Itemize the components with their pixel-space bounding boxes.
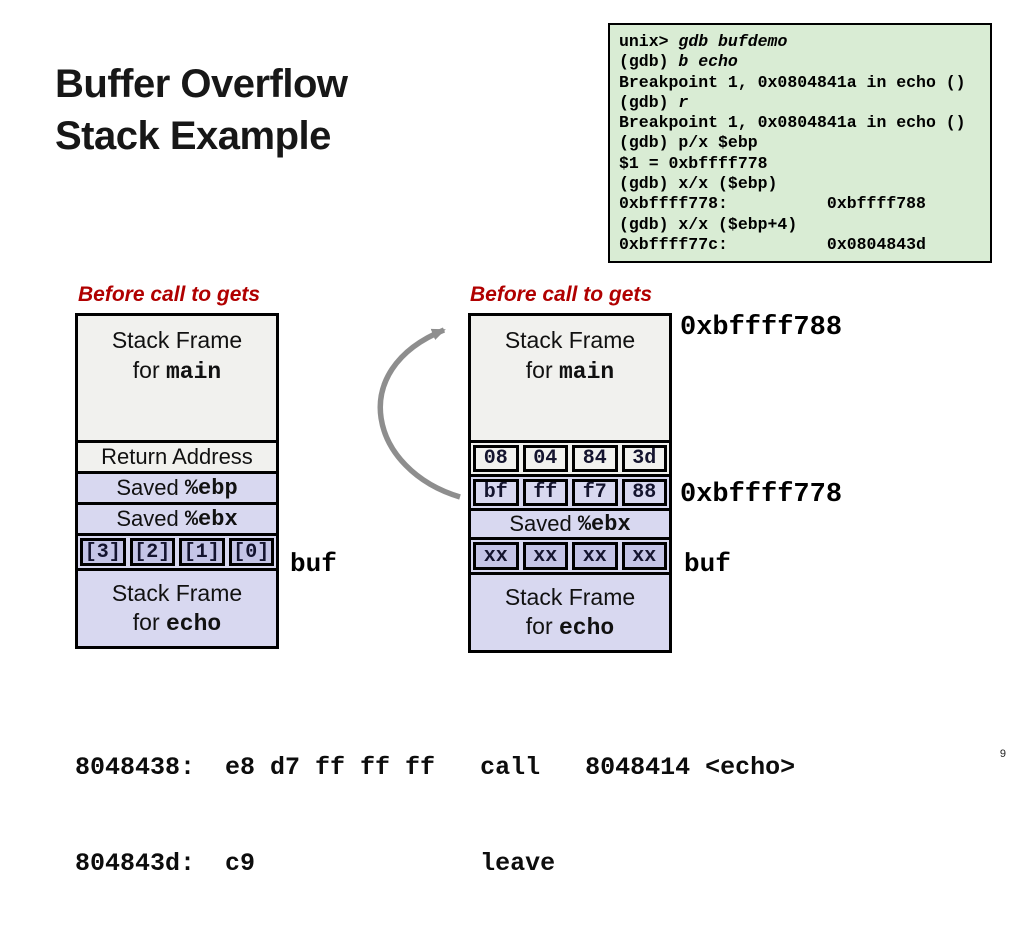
right-stack-label: Before call to gets (470, 283, 653, 306)
right-buf-cells-row: xx xx xx xx (471, 537, 669, 572)
right-return-address-cells-row: 08 04 84 3d (471, 440, 669, 474)
address-label-top: 0xbffff788 (680, 313, 843, 343)
gdb-line: Breakpoint 1, 0x0804841a in echo () (619, 72, 966, 92)
frame-echo-fn: for echo (132, 608, 222, 637)
ebp-byte-cell: bf (473, 479, 519, 506)
buf-byte-cell: [3] (80, 538, 126, 566)
ret-byte-cell: 3d (621, 445, 667, 472)
buf-byte-cell: [1] (179, 538, 225, 566)
gdb-line: $1 = 0xbffff778 (619, 153, 768, 173)
slide-title-line2: Stack Example (55, 114, 331, 158)
right-stack-frame-echo: Stack Frame for echo (471, 572, 669, 650)
stack-diagram-right: Stack Frame for main 08 04 84 3d bf ff f… (468, 313, 672, 653)
slide-title: Buffer Overflow Stack Example (55, 58, 348, 162)
slide: Buffer Overflow Stack Example unix> gdb … (55, 23, 1006, 878)
left-buf-label: buf (290, 549, 337, 579)
right-stack-frame-main: Stack Frame for main (471, 316, 669, 440)
gdb-line: 0xbffff778: 0xbffff788 (619, 194, 926, 214)
buf-byte-cell: xx (473, 542, 519, 570)
buf-byte-cell: [2] (129, 538, 175, 566)
ret-byte-cell: 04 (522, 445, 568, 472)
frame-main-text: Stack Frame (504, 327, 636, 353)
right-saved-ebp-cells-row: bf ff f7 88 (471, 474, 669, 508)
ebp-byte-cell: 88 (621, 479, 667, 506)
gdb-line: (gdb) p/x $ebp (619, 133, 758, 153)
curved-arrow (377, 327, 461, 500)
buf-byte-cell: xx (621, 542, 667, 570)
disassembly-line-call: 8048438: e8 d7 ff ff ff call 8048414 <ec… (75, 753, 796, 782)
gdb-line: (gdb) b echo (619, 52, 738, 72)
left-stack-frame-main: Stack Frame for main (78, 316, 276, 440)
frame-main-text: Stack Frame (111, 327, 243, 353)
gdb-line: 0xbffff77c: 0x0804843d (619, 234, 926, 254)
right-saved-ebx-row: Saved %ebx (471, 508, 669, 537)
frame-echo-fn: for echo (525, 612, 615, 641)
frame-main-fn: for main (132, 357, 222, 385)
disassembly-code: 8048438: e8 d7 ff ff ff call 8048414 <ec… (75, 688, 795, 944)
gdb-line: Breakpoint 1, 0x0804841a in echo () (619, 113, 966, 133)
disassembly-line-leave: 804843d: c9 leave (75, 849, 556, 878)
left-stack-frame-echo: Stack Frame for echo (78, 568, 276, 646)
gdb-line: (gdb) x/x ($ebp) (619, 174, 778, 194)
buf-byte-cell: xx (522, 542, 568, 570)
left-stack-label: Before call to gets (78, 283, 261, 306)
gdb-terminal-box: unix> gdb bufdemo (gdb) b echo Breakpoin… (608, 23, 992, 263)
gdb-line: (gdb) r (619, 92, 689, 112)
left-buf-cells-row: [3] [2] [1] [0] (78, 533, 276, 568)
ebp-byte-cell: f7 (572, 479, 618, 506)
right-buf-label: buf (684, 549, 731, 579)
ret-byte-cell: 08 (473, 445, 519, 472)
frame-main-fn: for main (525, 357, 615, 385)
left-saved-ebx-row: Saved %ebx (78, 502, 276, 533)
left-return-address-row: Return Address (78, 440, 276, 471)
buf-byte-cell: [0] (228, 538, 274, 566)
page-number: 9 (999, 748, 1006, 760)
stack-diagram-left: Stack Frame for main Return Address Save… (75, 313, 279, 649)
slide-title-line1: Buffer Overflow (55, 62, 348, 106)
buf-byte-cell: xx (572, 542, 618, 570)
left-saved-ebp-row: Saved %ebp (78, 471, 276, 502)
gdb-line: (gdb) x/x ($ebp+4) (619, 214, 798, 234)
ret-byte-cell: 84 (572, 445, 618, 472)
ebp-byte-cell: ff (522, 479, 568, 506)
gdb-line: unix> gdb bufdemo (619, 32, 788, 51)
address-label-ebp: 0xbffff778 (680, 480, 843, 510)
